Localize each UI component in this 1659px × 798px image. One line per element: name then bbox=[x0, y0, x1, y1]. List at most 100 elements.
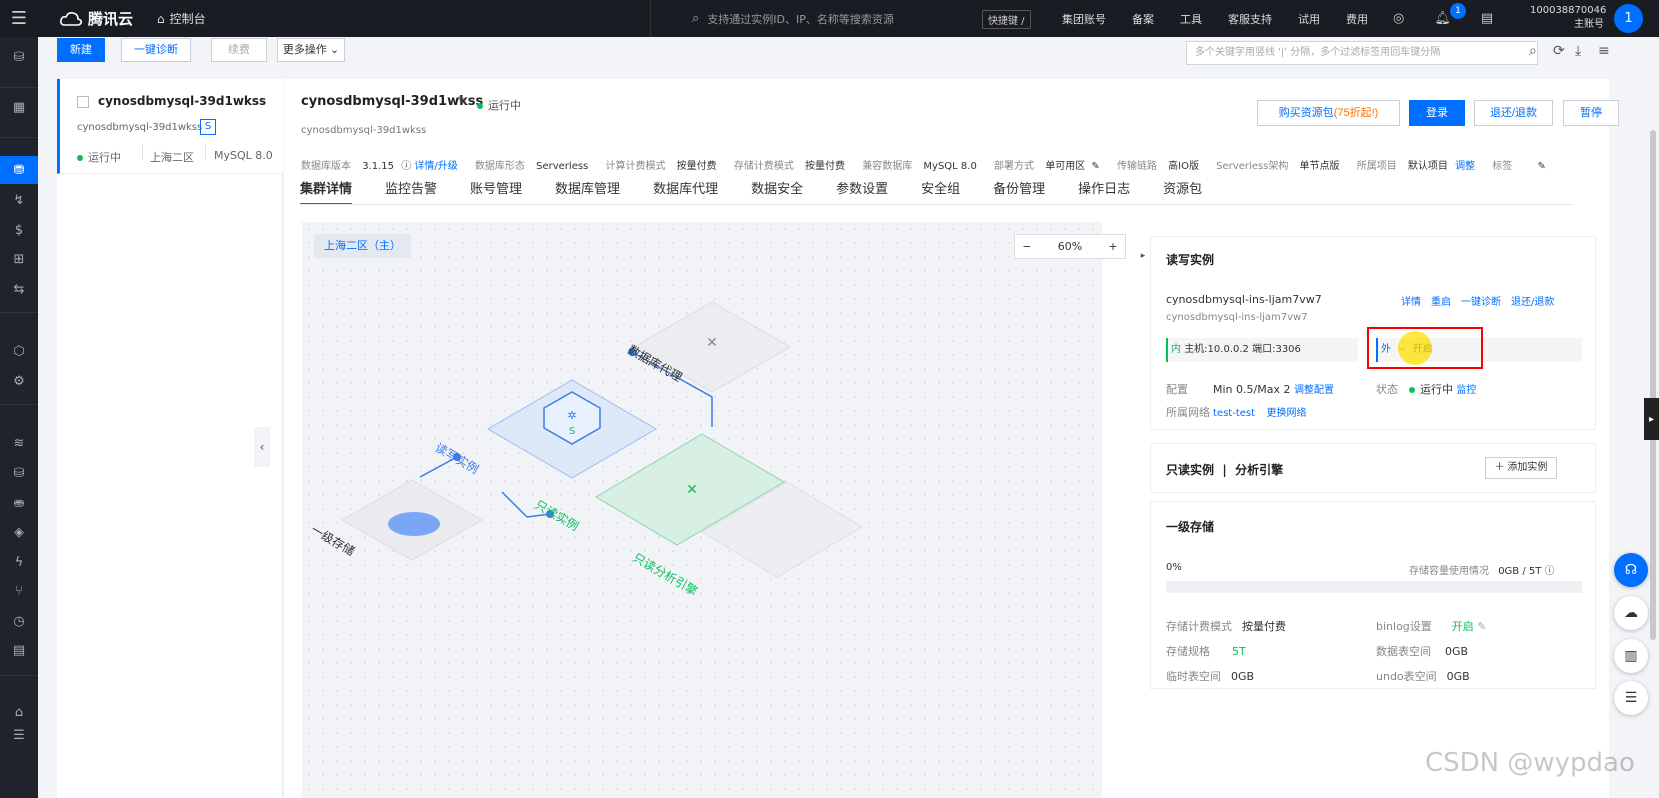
info-icon[interactable]: ⓘ bbox=[401, 161, 412, 172]
list-item[interactable]: cynosdbmysql-39d1wkss cynosdbmysql-39d1w… bbox=[57, 79, 283, 174]
nav-support[interactable]: 客服支持 bbox=[1228, 12, 1272, 26]
instance-name[interactable]: cynosdbmysql-39d1wkss bbox=[98, 94, 267, 108]
tab-monitoring[interactable]: 监控告警 bbox=[385, 182, 438, 197]
list-settings-icon[interactable]: ≡ bbox=[1598, 43, 1610, 59]
zoom-in-button[interactable]: + bbox=[1108, 240, 1118, 253]
new-button[interactable]: 新建 bbox=[57, 38, 105, 62]
bell-icon[interactable]: 🔔︎ bbox=[1434, 11, 1451, 26]
checkbox[interactable] bbox=[77, 96, 89, 108]
brand-logo[interactable]: 腾讯云 bbox=[60, 8, 133, 29]
flash-icon[interactable]: ϟ bbox=[14, 554, 24, 570]
rw-node[interactable] bbox=[543, 391, 601, 445]
grid-icon[interactable]: ▦ bbox=[12, 99, 26, 115]
tab-parameters[interactable]: 参数设置 bbox=[836, 182, 889, 197]
support-icon[interactable]: ☊ bbox=[1614, 553, 1648, 587]
renew-button[interactable]: 续费 bbox=[211, 38, 267, 62]
collapse-icon[interactable]: ☰ bbox=[13, 727, 25, 743]
fork-icon[interactable]: ⑂ bbox=[15, 583, 23, 599]
login-button[interactable]: 登录 bbox=[1409, 100, 1465, 126]
backup-icon[interactable]: ↯ bbox=[13, 192, 25, 208]
proxy-tile[interactable] bbox=[632, 301, 792, 393]
global-search[interactable]: ⌕ 支持通过实例ID、IP、名称等搜索资源 bbox=[692, 0, 1026, 37]
ticket-icon[interactable]: ▤ bbox=[1480, 11, 1494, 26]
analysis-tile[interactable] bbox=[701, 481, 863, 578]
ro-tile[interactable] bbox=[595, 433, 785, 546]
expand-panel-icon[interactable]: ▸ bbox=[1140, 251, 1146, 261]
zone-label[interactable]: 上海二区（主） bbox=[314, 234, 411, 258]
tab-backup[interactable]: 备份管理 bbox=[993, 182, 1046, 197]
side-drawer-toggle[interactable]: ▸ bbox=[1644, 398, 1659, 440]
tab-cluster-detail[interactable]: 集群详情 bbox=[300, 178, 353, 205]
diagnose-link[interactable]: 一键诊断 bbox=[1461, 297, 1501, 308]
collapse-list-button[interactable]: ‹ bbox=[254, 427, 270, 467]
account-info[interactable]: 100038870046 主账号 bbox=[1530, 4, 1606, 32]
more-actions-dropdown[interactable]: 更多操作 ⌄ bbox=[277, 38, 345, 62]
report-icon[interactable]: ▤ bbox=[12, 642, 26, 658]
state-key: 状态 bbox=[1376, 383, 1398, 396]
outer-tag: 外 bbox=[1381, 344, 1391, 355]
docs-icon[interactable]: ▥ bbox=[1614, 639, 1648, 673]
adjust-project-link[interactable]: 调整 bbox=[1455, 161, 1476, 172]
refresh-icon[interactable]: ⟳ bbox=[1553, 43, 1565, 59]
restart-link[interactable]: 重启 bbox=[1431, 297, 1451, 308]
table-icon[interactable]: ⊞ bbox=[13, 251, 25, 267]
adjust-config-link[interactable]: 调整配置 bbox=[1293, 385, 1334, 396]
sidebar-item-cynosdb[interactable]: ⛃ bbox=[0, 156, 38, 184]
filter-input[interactable]: 多个关键字用竖线 '|' 分隔，多个过滤标签用回车键分隔 bbox=[1186, 41, 1538, 65]
diagnose-button[interactable]: 一键诊断 bbox=[121, 38, 191, 62]
zoom-out-button[interactable]: − bbox=[1022, 240, 1032, 253]
upgrade-link[interactable]: 详情/升级 bbox=[414, 161, 458, 172]
list-icon[interactable]: ☰ bbox=[1614, 681, 1648, 715]
refund-link[interactable]: 退还/退款 bbox=[1511, 297, 1555, 308]
nav-billing[interactable]: 费用 bbox=[1346, 12, 1368, 26]
db-alt-icon[interactable]: ⛂ bbox=[13, 495, 25, 511]
tab-accounts[interactable]: 账号管理 bbox=[470, 182, 523, 197]
info-icon[interactable]: ⓘ bbox=[1544, 566, 1555, 577]
edit-icon[interactable]: ✎ bbox=[1091, 161, 1100, 172]
menu-icon[interactable]: ☰ bbox=[10, 8, 28, 29]
topology-diagram[interactable]: 上海二区（主） − 60% + ✕ ✕ ✲ S bbox=[302, 222, 1126, 798]
database-icon[interactable]: ⛁ bbox=[13, 49, 25, 65]
tab-operation-log[interactable]: 操作日志 bbox=[1078, 182, 1131, 197]
rw-instance-name[interactable]: cynosdbmysql-ins-ljam7vw7 bbox=[1166, 293, 1322, 306]
cloud-assistant-icon[interactable]: ☁ bbox=[1614, 596, 1648, 630]
change-network-link[interactable]: 更换网络 bbox=[1266, 408, 1307, 419]
nav-filing[interactable]: 备案 bbox=[1132, 12, 1154, 26]
db-list-icon[interactable]: ⛁ bbox=[13, 465, 25, 481]
tab-data-security[interactable]: 数据安全 bbox=[751, 182, 804, 197]
settings-icon[interactable]: ⚙ bbox=[13, 373, 25, 389]
page-scrollbar[interactable] bbox=[1650, 130, 1656, 640]
console-link[interactable]: ⌂ 控制台 bbox=[157, 10, 206, 27]
detail-link[interactable]: 详情 bbox=[1401, 297, 1421, 308]
nav-trial[interactable]: 试用 bbox=[1298, 12, 1320, 26]
search-input[interactable]: 支持通过实例ID、IP、名称等搜索资源 bbox=[707, 12, 894, 26]
shield-icon[interactable]: ⬡ bbox=[13, 343, 25, 359]
compass-icon[interactable]: ◎ bbox=[1393, 11, 1405, 26]
buy-package-button[interactable]: 购买资源包(75折起!) bbox=[1257, 100, 1400, 126]
refund-button[interactable]: 退还/退款 bbox=[1474, 100, 1553, 126]
usage-value: 0GB / 5T bbox=[1498, 566, 1542, 577]
clock-icon[interactable]: ◷ bbox=[13, 613, 25, 629]
search-icon[interactable]: ⌕ bbox=[1529, 43, 1537, 59]
tab-db-management[interactable]: 数据库管理 bbox=[555, 182, 621, 197]
migration-icon[interactable]: ⇆ bbox=[13, 281, 25, 297]
meta-row: 数据库版本 3.1.15 ⓘ 详情/升级 数据库形态 Serverless 计算… bbox=[301, 157, 1601, 173]
monitor-icon[interactable]: ◈ bbox=[14, 524, 24, 540]
monitor-link[interactable]: 监控 bbox=[1456, 385, 1477, 396]
pause-button[interactable]: 暂停 bbox=[1563, 100, 1619, 126]
add-instance-button[interactable]: ＋ 添加实例 bbox=[1485, 457, 1557, 479]
lock-icon[interactable]: ⌂ bbox=[14, 704, 24, 720]
tab-security-group[interactable]: 安全组 bbox=[921, 182, 961, 197]
download-icon[interactable]: ⤓ bbox=[1575, 43, 1582, 59]
billing-icon[interactable]: $ bbox=[14, 222, 24, 238]
avatar[interactable]: 1 bbox=[1614, 4, 1643, 33]
edit-icon[interactable]: ✎ bbox=[457, 94, 468, 109]
tab-db-proxy[interactable]: 数据库代理 bbox=[653, 182, 719, 197]
edit-tags-icon[interactable]: ✎ bbox=[1537, 161, 1546, 172]
network-link[interactable]: test-test bbox=[1213, 408, 1256, 419]
nav-group-account[interactable]: 集团账号 bbox=[1062, 12, 1106, 26]
nav-tools[interactable]: 工具 bbox=[1180, 12, 1202, 26]
edit-icon[interactable]: ✎ bbox=[1477, 620, 1487, 633]
layers-icon[interactable]: ≋ bbox=[13, 435, 25, 451]
tab-resource-package[interactable]: 资源包 bbox=[1163, 182, 1203, 197]
